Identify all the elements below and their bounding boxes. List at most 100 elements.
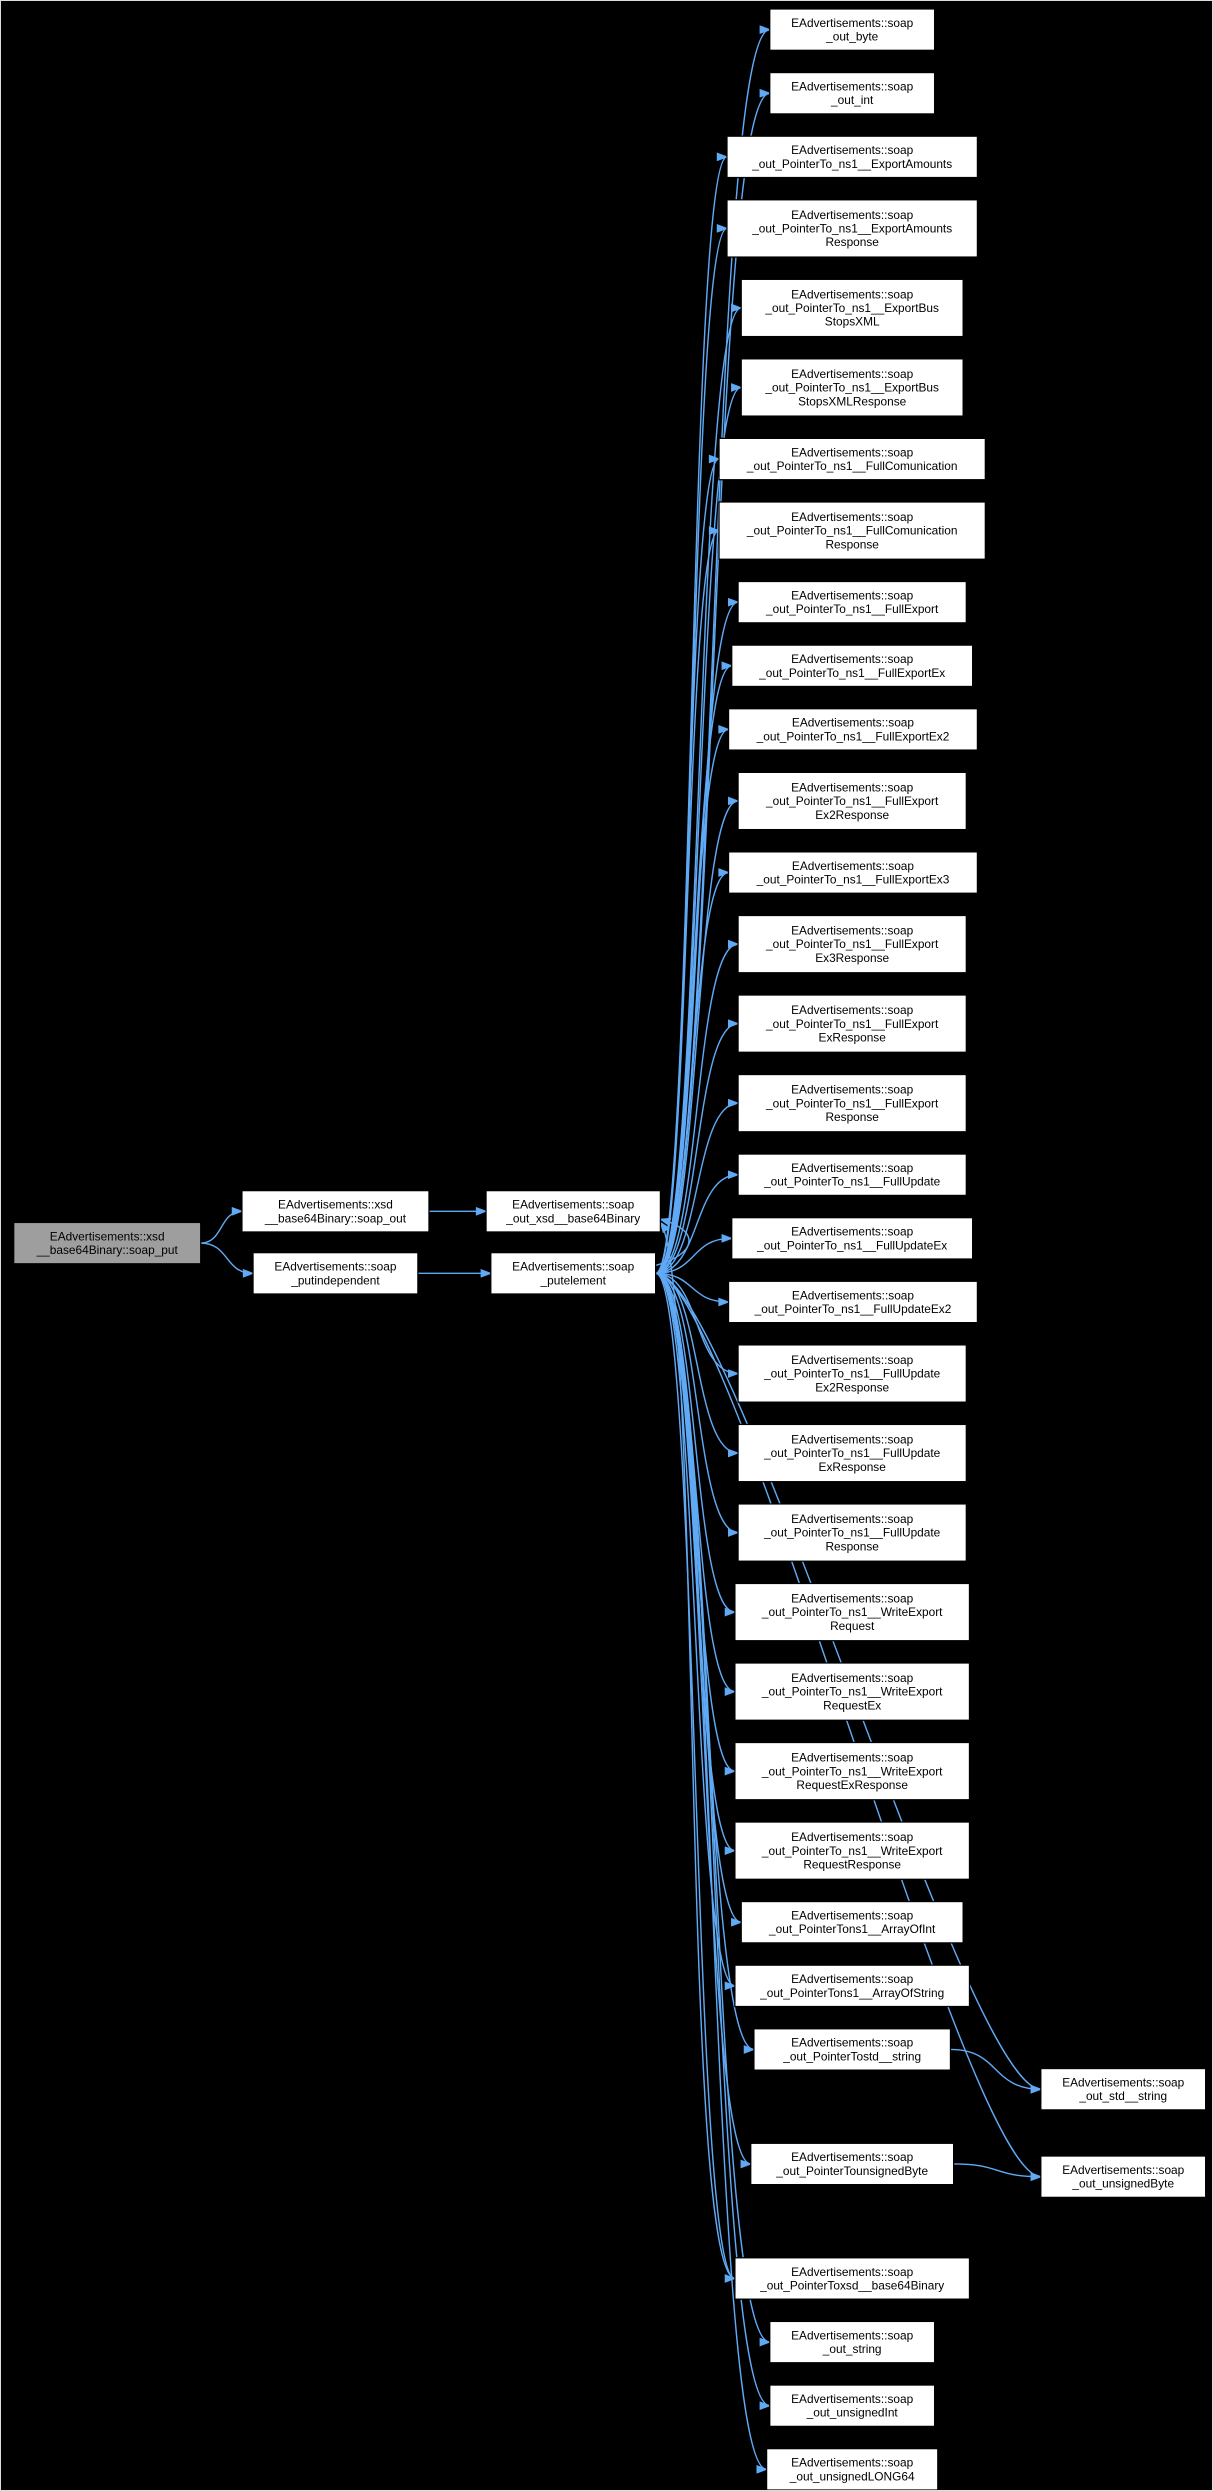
edge-putelement-ptr_FullUpdate bbox=[655, 1170, 740, 1275]
graph-node-label: EAdvertisements::soap_out_PointerTo_ns1_… bbox=[763, 1353, 941, 1394]
graph-node-ptr_WriteExportRequest[interactable]: EAdvertisements::soap_out_PointerTo_ns1_… bbox=[734, 1582, 971, 1642]
graph-node-ptr_std_string[interactable]: EAdvertisements::soap_out_PointerTostd__… bbox=[753, 2028, 952, 2071]
graph-node-label: EAdvertisements::soap_out_PointerTostd__… bbox=[782, 2036, 921, 2064]
graph-node-label: EAdvertisements::soap_out_PointerTo_ns1_… bbox=[746, 445, 958, 473]
graph-node-ptr_FullUpdateEx[interactable]: EAdvertisements::soap_out_PointerTo_ns1_… bbox=[731, 1217, 974, 1260]
graph-node-label: EAdvertisements::xsd__base64Binary::soap… bbox=[36, 1229, 179, 1257]
edge-putelement-ptr_FullExportEx2 bbox=[655, 725, 731, 1275]
edge-putelement-out_unsignedByte bbox=[655, 1272, 1043, 2181]
graph-node-out_byte[interactable]: EAdvertisements::soap_out_byte bbox=[769, 8, 936, 51]
graph-node-label: EAdvertisements::soap_out_string bbox=[791, 2328, 913, 2356]
graph-node-ptr_ArrayOfInt[interactable]: EAdvertisements::soap_out_PointerTons1__… bbox=[740, 1900, 964, 1944]
graph-node-label: EAdvertisements::soap_out_PointerTo_ns1_… bbox=[763, 1161, 941, 1189]
graph-node-out_string[interactable]: EAdvertisements::soap_out_string bbox=[769, 2320, 936, 2364]
edge-soap_put-putindependent bbox=[200, 1242, 255, 1278]
graph-node-ptr_WriteExportRequestExResponse[interactable]: EAdvertisements::soap_out_PointerTo_ns1_… bbox=[734, 1741, 971, 1801]
graph-node-ptr_unsignedByte[interactable]: EAdvertisements::soap_out_PointerTounsig… bbox=[750, 2142, 955, 2186]
graph-node-label: EAdvertisements::soap_out_PointerTo_ns1_… bbox=[765, 588, 939, 616]
graph-node-label: EAdvertisements::soap_putelement bbox=[512, 1260, 634, 1288]
edge-putelement-ptr_FullExportEx3Response bbox=[655, 939, 740, 1275]
edge-putelement-ptr_FullUpdateResponse bbox=[655, 1272, 740, 1537]
graph-node-ptr_ExportAmounts[interactable]: EAdvertisements::soap_out_PointerTo_ns1_… bbox=[726, 135, 979, 179]
graph-node-ptr_FullExportEx[interactable]: EAdvertisements::soap_out_PointerTo_ns1_… bbox=[731, 644, 974, 688]
graph-node-label: EAdvertisements::soap_out_PointerTo_ns1_… bbox=[751, 208, 952, 249]
edge-putelement-ptr_FullUpdateEx2 bbox=[655, 1272, 731, 1307]
graph-node-putindependent[interactable]: EAdvertisements::soap_putindependent bbox=[252, 1252, 419, 1295]
graph-node-label: EAdvertisements::soap_out_unsignedByte bbox=[1062, 2163, 1184, 2191]
edge-putelement-ptr_WriteExportRequestExResponse bbox=[655, 1272, 737, 1776]
graph-node-ptr_FullExportEx3Response[interactable]: EAdvertisements::soap_out_PointerTo_ns1_… bbox=[737, 914, 967, 974]
edge-putelement-ptr_FullExport bbox=[655, 597, 740, 1275]
graph-node-label: EAdvertisements::soap_out_PointerTo_ns1_… bbox=[751, 143, 952, 171]
graph-node-label: EAdvertisements::soap_out_PointerTo_ns1_… bbox=[746, 510, 958, 551]
graph-node-out_int[interactable]: EAdvertisements::soap_out_int bbox=[769, 71, 936, 115]
graph-node-ptr_xsd_base64[interactable]: EAdvertisements::soap_out_PointerToxsd__… bbox=[734, 2257, 971, 2300]
graph-node-label: EAdvertisements::soap_out_PointerToxsd__… bbox=[759, 2265, 944, 2293]
graph-node-label: EAdvertisements::soap_out_PointerTo_ns1_… bbox=[761, 1671, 943, 1712]
graph-node-out_xsd_base64[interactable]: EAdvertisements::soap_out_xsd__base64Bin… bbox=[485, 1189, 662, 1233]
graph-node-ptr_ExportAmountsResponse[interactable]: EAdvertisements::soap_out_PointerTo_ns1_… bbox=[726, 199, 979, 258]
graph-node-label: EAdvertisements::soap_out_xsd__base64Bin… bbox=[505, 1198, 640, 1226]
graph-node-ptr_FullUpdateEx2[interactable]: EAdvertisements::soap_out_PointerTo_ns1_… bbox=[727, 1280, 979, 1324]
graph-node-label: EAdvertisements::soap_out_PointerTo_ns1_… bbox=[756, 1225, 947, 1253]
edge-putelement-ptr_FullUpdateExResponse bbox=[655, 1272, 740, 1458]
edge-ptr_unsignedByte-out_unsignedByte bbox=[953, 2163, 1043, 2182]
graph-node-ptr_FullUpdate[interactable]: EAdvertisements::soap_out_PointerTo_ns1_… bbox=[737, 1153, 967, 1197]
graph-node-ptr_FullComunicationResponse[interactable]: EAdvertisements::soap_out_PointerTo_ns1_… bbox=[718, 501, 986, 560]
graph-node-label: EAdvertisements::soap_out_PointerTo_ns1_… bbox=[765, 780, 939, 821]
graph-nodes: EAdvertisements::xsd__base64Binary::soap… bbox=[13, 8, 1207, 2490]
graph-node-label: EAdvertisements::soap_out_PointerTons1__… bbox=[768, 1908, 936, 1936]
graph-node-label: EAdvertisements::soap_out_PointerTo_ns1_… bbox=[761, 1751, 943, 1792]
graph-node-ptr_WriteExportRequestEx[interactable]: EAdvertisements::soap_out_PointerTo_ns1_… bbox=[734, 1662, 971, 1721]
graph-node-label: EAdvertisements::soap_out_unsignedLONG64 bbox=[789, 2456, 915, 2484]
edge-ptr_std_string-out_std_string bbox=[950, 2048, 1043, 2094]
edge-putelement-out_unsignedInt bbox=[655, 1272, 772, 2410]
graph-node-label: EAdvertisements::soap_out_std__string bbox=[1062, 2075, 1184, 2103]
graph-node-label: EAdvertisements::soap_out_int bbox=[791, 80, 913, 108]
graph-node-ptr_ArrayOfString[interactable]: EAdvertisements::soap_out_PointerTons1__… bbox=[734, 1964, 971, 2008]
graph-node-label: EAdvertisements::soap_out_PointerTo_ns1_… bbox=[765, 1003, 939, 1044]
edge-putelement-ptr_xsd_base64 bbox=[655, 1272, 737, 2283]
graph-node-label: EAdvertisements::soap_out_PointerTo_ns1_… bbox=[765, 924, 939, 965]
graph-node-out_unsignedLONG64[interactable]: EAdvertisements::soap_out_unsignedLONG64 bbox=[765, 2448, 939, 2490]
graph-node-ptr_FullExportExResponse[interactable]: EAdvertisements::soap_out_PointerTo_ns1_… bbox=[737, 994, 967, 1053]
graph-node-xsd_soap_out[interactable]: EAdvertisements::xsd__base64Binary::soap… bbox=[241, 1189, 430, 1233]
graph-node-label: EAdvertisements::soap_out_PointerTo_ns1_… bbox=[764, 367, 939, 408]
graph-node-ptr_ExportBusStopsXML[interactable]: EAdvertisements::soap_out_PointerTo_ns1_… bbox=[740, 278, 964, 338]
graph-node-label: EAdvertisements::soap_out_PointerTo_ns1_… bbox=[764, 287, 939, 328]
edge-putelement-ptr_FullUpdateEx bbox=[655, 1233, 734, 1275]
graph-node-label: EAdvertisements::soap_out_byte bbox=[791, 16, 913, 44]
graph-node-out_unsignedByte[interactable]: EAdvertisements::soap_out_unsignedByte bbox=[1040, 2155, 1207, 2198]
graph-node-ptr_FullUpdateEx2Response[interactable]: EAdvertisements::soap_out_PointerTo_ns1_… bbox=[737, 1344, 967, 1403]
graph-node-label: EAdvertisements::soap_out_PointerTo_ns1_… bbox=[761, 1830, 943, 1871]
graph-node-label: EAdvertisements::soap_out_PointerTo_ns1_… bbox=[763, 1512, 941, 1553]
graph-node-label: EAdvertisements::soap_out_PointerTo_ns1_… bbox=[756, 859, 950, 887]
graph-node-ptr_FullExportEx2Response[interactable]: EAdvertisements::soap_out_PointerTo_ns1_… bbox=[737, 771, 967, 831]
graph-node-ptr_FullUpdateResponse[interactable]: EAdvertisements::soap_out_PointerTo_ns1_… bbox=[737, 1503, 967, 1562]
graph-edges bbox=[200, 25, 1043, 2474]
edge-soap_put-xsd_soap_out bbox=[200, 1206, 244, 1244]
edge-putelement-out_xsd_base64 bbox=[655, 1217, 690, 1267]
graph-node-ptr_FullExportEx3[interactable]: EAdvertisements::soap_out_PointerTo_ns1_… bbox=[727, 851, 979, 894]
graph-node-label: EAdvertisements::soap_out_PointerTo_ns1_… bbox=[761, 1592, 943, 1633]
graph-node-ptr_FullComunication[interactable]: EAdvertisements::soap_out_PointerTo_ns1_… bbox=[718, 437, 986, 481]
graph-node-putelement[interactable]: EAdvertisements::soap_putelement bbox=[490, 1252, 657, 1295]
graph-node-ptr_WriteExportRequestResponse[interactable]: EAdvertisements::soap_out_PointerTo_ns1_… bbox=[734, 1821, 971, 1880]
graph-node-soap_put[interactable]: EAdvertisements::xsd__base64Binary::soap… bbox=[13, 1221, 202, 1265]
edge-putelement-ptr_FullExportEx2Response bbox=[655, 796, 740, 1275]
graph-node-ptr_FullExportResponse[interactable]: EAdvertisements::soap_out_PointerTo_ns1_… bbox=[737, 1073, 967, 1133]
edge-ptr_xsd_base64-out_xsd_base64 bbox=[659, 1221, 736, 2280]
graph-node-label: EAdvertisements::soap_putindependent bbox=[274, 1260, 396, 1288]
graph-node-label: EAdvertisements::soap_out_PointerTounsig… bbox=[775, 2150, 928, 2178]
graph-node-ptr_FullExportEx2[interactable]: EAdvertisements::soap_out_PointerTo_ns1_… bbox=[727, 708, 979, 751]
edge-putelement-ptr_WriteExportRequestEx bbox=[655, 1272, 737, 1696]
graph-node-label: EAdvertisements::soap_out_PointerTo_ns1_… bbox=[758, 652, 945, 680]
graph-node-ptr_FullExport[interactable]: EAdvertisements::soap_out_PointerTo_ns1_… bbox=[737, 580, 967, 624]
graph-node-label: EAdvertisements::soap_out_PointerTo_ns1_… bbox=[756, 716, 950, 744]
graph-node-out_std_string[interactable]: EAdvertisements::soap_out_std__string bbox=[1040, 2067, 1207, 2111]
graph-node-out_unsignedInt[interactable]: EAdvertisements::soap_out_unsignedInt bbox=[769, 2384, 936, 2428]
graph-node-ptr_FullUpdateExResponse[interactable]: EAdvertisements::soap_out_PointerTo_ns1_… bbox=[737, 1423, 967, 1483]
graph-node-ptr_ExportBusStopsXMLResponse[interactable]: EAdvertisements::soap_out_PointerTo_ns1_… bbox=[740, 358, 964, 417]
